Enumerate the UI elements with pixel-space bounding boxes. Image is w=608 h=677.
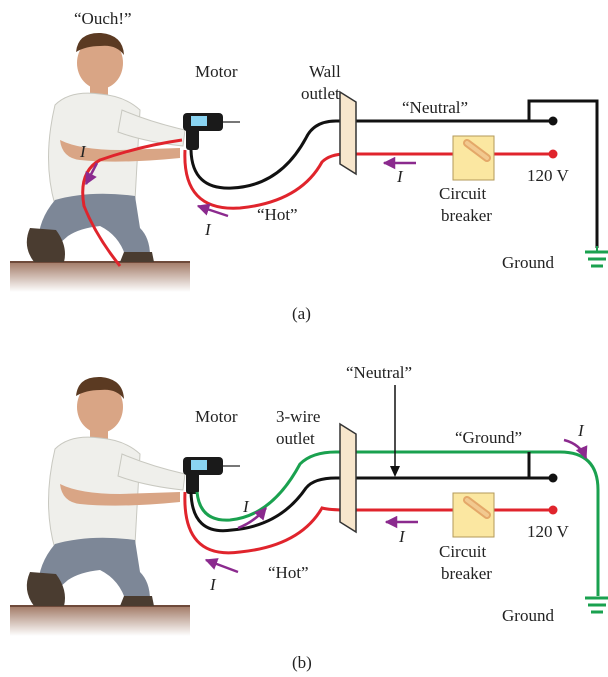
motor-label: Motor	[195, 62, 238, 81]
neutral-label: “Neutral”	[402, 98, 468, 117]
neutral-label: “Neutral”	[346, 363, 412, 382]
panel-a: “Ouch!” Motor Wall outlet “Neutral” “Hot…	[10, 9, 608, 323]
hot-terminal	[549, 150, 558, 159]
motor-label: Motor	[195, 407, 238, 426]
breaker-label-line2: breaker	[441, 206, 492, 225]
kneeling-man-illustration	[27, 377, 185, 606]
circuit-breaker	[453, 493, 494, 537]
wall-outlet	[340, 92, 356, 174]
three-wire-outlet	[340, 424, 356, 532]
hot-label: “Hot”	[268, 563, 309, 582]
current-label-line: I	[398, 527, 406, 546]
hot-wire	[185, 150, 553, 208]
earth-ground-symbol	[585, 246, 608, 266]
floor	[10, 606, 190, 636]
outlet-label-line1: 3-wire	[276, 407, 320, 426]
current-arrow-hot-cord	[206, 560, 238, 572]
drill-illustration	[183, 113, 240, 150]
outlet-label-line2: outlet	[276, 429, 315, 448]
ground-label: Ground	[502, 253, 554, 272]
current-label-ground-wire: I	[242, 497, 250, 516]
neutral-terminal	[549, 117, 558, 126]
kneeling-man-illustration	[27, 33, 185, 262]
panel-b: “Neutral” Motor 3-wire outlet “Ground” I…	[10, 363, 608, 672]
current-label-cord: I	[204, 220, 212, 239]
voltage-label: 120 V	[527, 166, 569, 185]
current-label-ground-return: I	[577, 421, 585, 440]
ground-label: Ground	[502, 606, 554, 625]
wall-outlet-label-line1: Wall	[309, 62, 341, 81]
floor	[10, 262, 190, 292]
caption-a: (a)	[292, 304, 311, 323]
breaker-label-line1: Circuit	[439, 542, 486, 561]
circuit-breaker	[453, 136, 494, 180]
ground-wire-label: “Ground”	[455, 428, 522, 447]
drill-illustration	[183, 457, 240, 494]
current-label-cord: I	[209, 575, 217, 594]
neutral-terminal	[549, 474, 558, 483]
hot-label: “Hot”	[257, 205, 298, 224]
wall-outlet-label-line2: outlet	[301, 84, 340, 103]
breaker-label-line1: Circuit	[439, 184, 486, 203]
ouch-label: “Ouch!”	[74, 9, 132, 28]
current-label-line: I	[396, 167, 404, 186]
breaker-label-line2: breaker	[441, 564, 492, 583]
neutral-pointer-arrowhead	[390, 466, 400, 477]
hot-terminal	[549, 506, 558, 515]
caption-b: (b)	[292, 653, 312, 672]
earth-ground-symbol	[585, 598, 608, 612]
voltage-label: 120 V	[527, 522, 569, 541]
hot-wire	[185, 492, 553, 553]
